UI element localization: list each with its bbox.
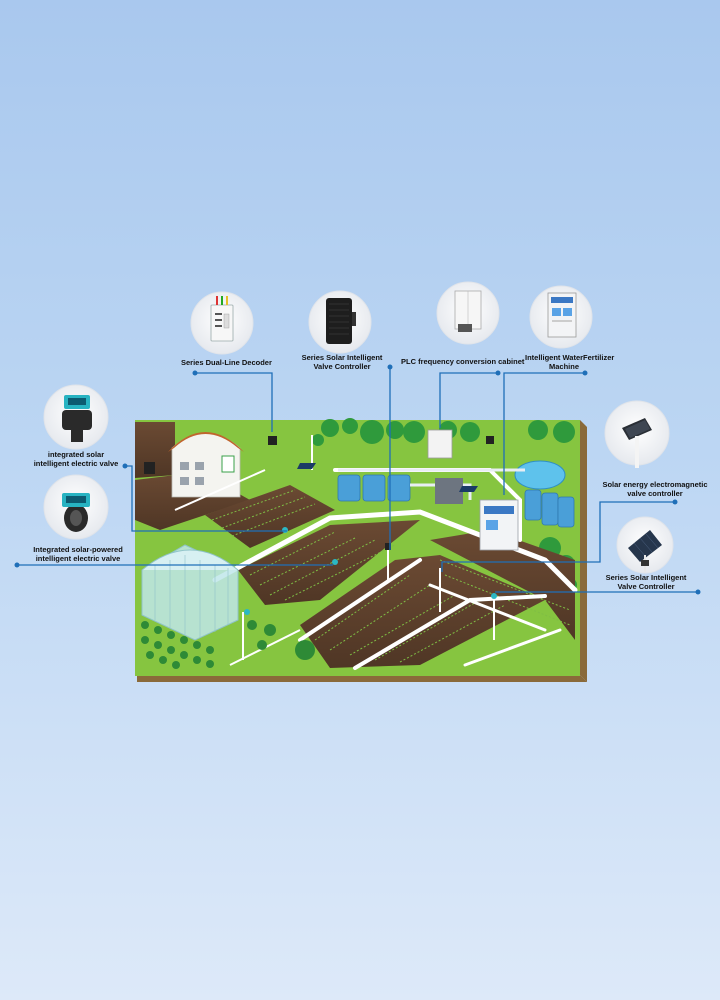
leader-lines: [17, 367, 698, 593]
label-solar-valve-controller-right: Series Solar Intelligent Valve Controlle…: [605, 573, 687, 591]
label-dual-line-decoder: Series Dual-Line Decoder: [181, 358, 272, 367]
barn: [168, 432, 244, 498]
solar-panel-icon: [604, 400, 670, 468]
label-integrated-solar-powered-valve: Integrated solar-powered intelligent ele…: [33, 545, 123, 563]
water-fertilizer-machine-icon: [529, 285, 593, 349]
label-electromagnetic-valve-controller: Solar energy electromagnetic valve contr…: [602, 480, 708, 498]
integrated-solar-powered-valve-icon: [43, 474, 109, 540]
label-water-fertilizer-machine: Intelligent WaterFertilizer Machine: [525, 353, 615, 371]
label-plc-cabinet: PLC frequency conversion cabinet: [401, 357, 525, 366]
solar-panel-stand-icon: [616, 516, 674, 574]
label-solar-valve-controller-top: Series Solar Intelligent Valve Controlle…: [301, 353, 383, 371]
plc-cabinet-icon: [436, 281, 500, 345]
farm-scene: [135, 418, 587, 682]
crop-rows: [211, 489, 571, 663]
solar-valve-controller-icon: [308, 290, 372, 354]
bushes: [141, 620, 315, 669]
reservoir: [514, 460, 566, 490]
dual-line-decoder-icon: [190, 291, 254, 355]
leader-dots: [14, 364, 701, 595]
integrated-solar-valve-icon: [43, 384, 109, 450]
fertilizer-machine-scene: [479, 499, 519, 551]
label-integrated-solar-valve: integrated solar intelligent electric va…: [33, 450, 119, 468]
water-tanks: [337, 474, 575, 528]
